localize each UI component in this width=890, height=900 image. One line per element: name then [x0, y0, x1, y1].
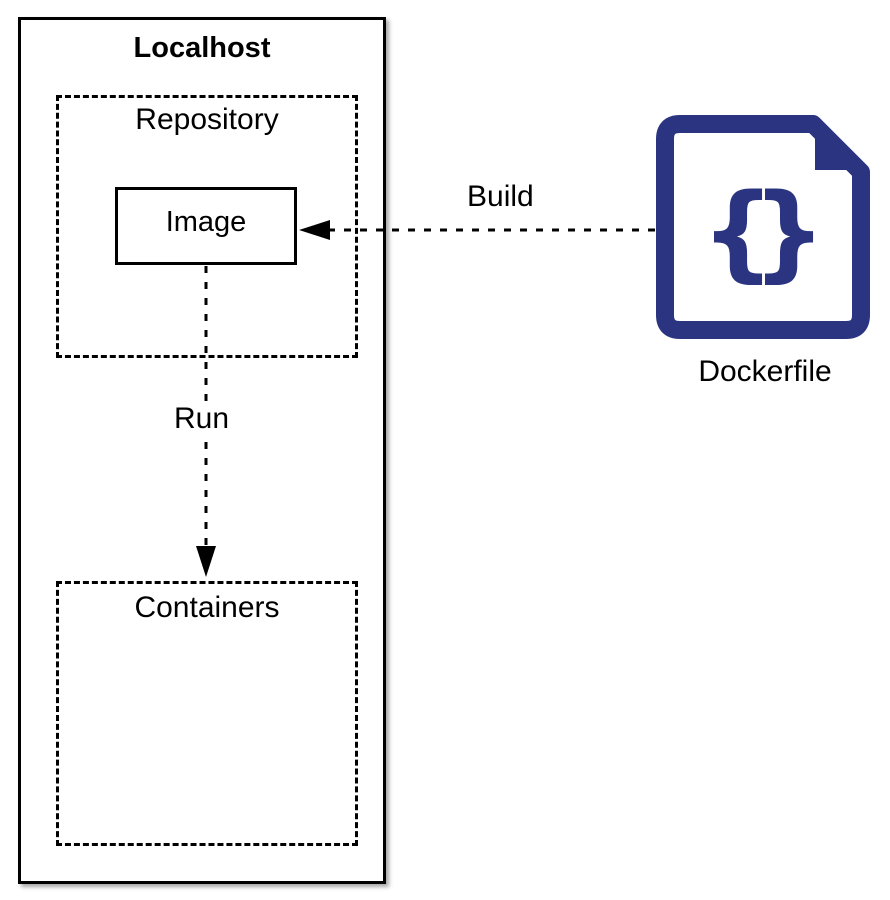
dockerfile-icon: { }	[656, 115, 870, 339]
repository-box	[56, 95, 358, 358]
right-brace-icon: }	[752, 171, 826, 293]
run-edge-arrowhead	[196, 546, 216, 577]
containers-label: Containers	[134, 591, 280, 624]
build-edge-arrowhead	[299, 220, 330, 240]
run-edge-label: Run	[170, 401, 234, 437]
image-node	[115, 187, 297, 265]
localhost-title: Localhost	[133, 32, 271, 64]
image-label: Image	[165, 206, 247, 238]
dockerfile-label: Dockerfile	[698, 355, 832, 388]
left-brace-icon: {	[701, 171, 775, 293]
localhost-container	[18, 17, 386, 884]
document-icon	[656, 115, 870, 339]
build-edge-label: Build	[463, 179, 538, 215]
repository-label: Repository	[135, 103, 279, 136]
document-corner-fold-icon	[815, 122, 863, 170]
containers-box	[56, 581, 358, 846]
